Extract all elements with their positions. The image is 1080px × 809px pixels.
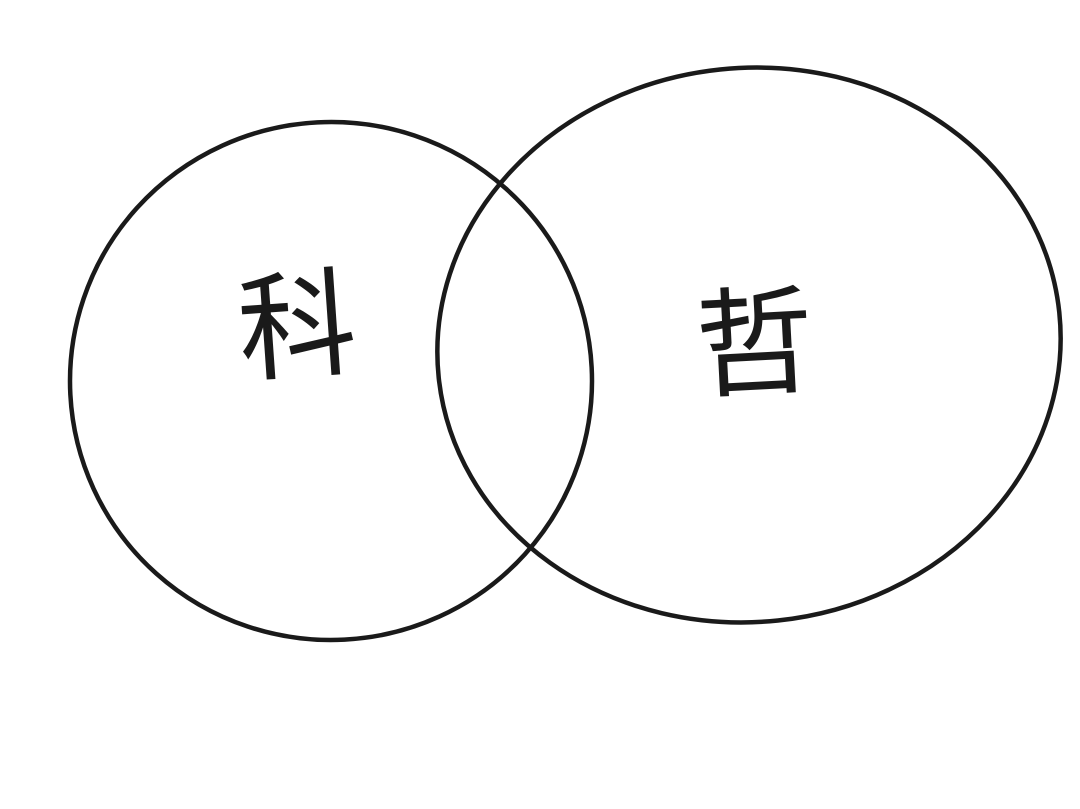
left-set-label: 科 (233, 254, 360, 400)
right-set-ellipse (435, 65, 1063, 625)
right-set-label: 哲 (692, 272, 817, 416)
left-set-circle (67, 119, 595, 643)
